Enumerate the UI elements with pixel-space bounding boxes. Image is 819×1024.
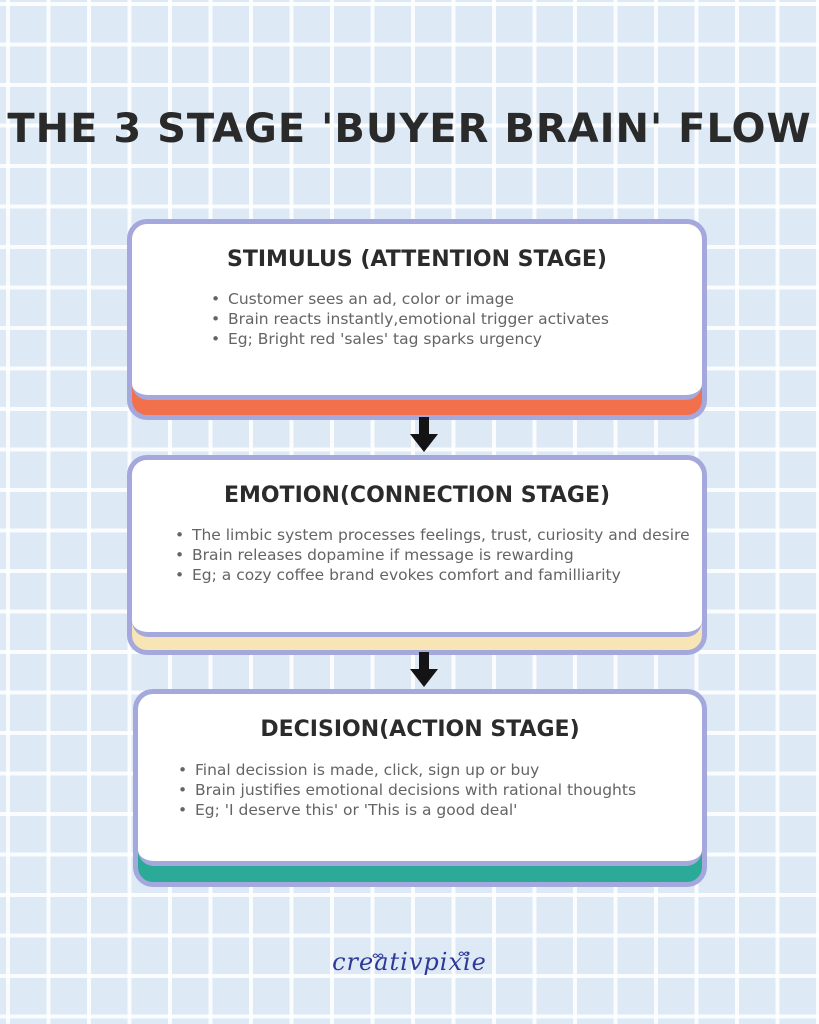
bullet-item: Brain releases dopamine if message is re… bbox=[175, 545, 695, 565]
stage-heading: EMOTION(CONNECTION STAGE) bbox=[223, 483, 611, 508]
bullet-item: Eg; a cozy coffee brand evokes comfort a… bbox=[175, 565, 695, 585]
stage-card-stimulus-body: STIMULUS (ATTENTION STAGE) Customer sees… bbox=[132, 224, 702, 400]
border-gap bbox=[127, 555, 132, 571]
bullet-item: The limbic system processes feelings, tr… bbox=[175, 525, 695, 545]
arrow-down-icon bbox=[409, 417, 439, 453]
bullet-item: Eg; 'I deserve this' or 'This is a good … bbox=[178, 800, 658, 820]
bullet-item: Customer sees an ad, color or image bbox=[211, 289, 681, 309]
stage-card-decision-body: DECISION(ACTION STAGE) Final decission i… bbox=[138, 694, 702, 866]
stage-card-emotion-body: EMOTION(CONNECTION STAGE) The limbic sys… bbox=[132, 460, 702, 637]
bullet-item: Brain justifies emotional decisions with… bbox=[178, 780, 658, 800]
bullet-item: Final decission is made, click, sign up … bbox=[178, 760, 658, 780]
stage-heading: STIMULUS (ATTENTION STAGE) bbox=[226, 247, 607, 272]
stage-card-emotion: EMOTION(CONNECTION STAGE) The limbic sys… bbox=[127, 455, 707, 655]
border-gap bbox=[566, 455, 582, 460]
stage-bullet-list: The limbic system processes feelings, tr… bbox=[175, 525, 695, 585]
border-gap bbox=[127, 312, 132, 334]
stage-bullet-list: Customer sees an ad, color or image Brai… bbox=[211, 289, 681, 349]
border-gap bbox=[559, 219, 575, 224]
page-title: THE 3 STAGE 'BUYER BRAIN' FLOW bbox=[7, 106, 812, 152]
arrow-down-icon bbox=[409, 652, 439, 688]
border-gap bbox=[133, 762, 138, 776]
stage-heading: DECISION(ACTION STAGE) bbox=[260, 717, 580, 742]
bullet-item: Brain reacts instantly,emotional trigger… bbox=[211, 309, 681, 329]
butterfly-icon bbox=[372, 951, 470, 958]
bullet-item: Eg; Bright red 'sales' tag sparks urgenc… bbox=[211, 329, 681, 349]
border-gap bbox=[578, 689, 592, 694]
border-gap bbox=[227, 650, 252, 655]
border-gap bbox=[234, 882, 258, 887]
border-gap bbox=[605, 219, 617, 224]
stage-card-decision: DECISION(ACTION STAGE) Final decission i… bbox=[133, 689, 707, 887]
stage-card-stimulus: STIMULUS (ATTENTION STAGE) Customer sees… bbox=[127, 219, 707, 420]
stage-bullet-list: Final decission is made, click, sign up … bbox=[178, 760, 658, 820]
